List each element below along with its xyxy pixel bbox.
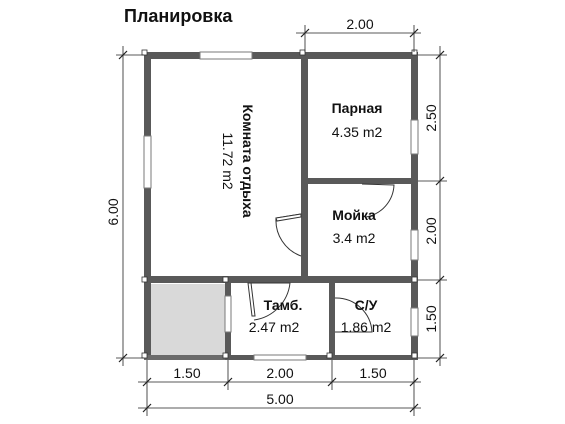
room-steam-name: Парная xyxy=(332,100,383,116)
room-steam-area: 4.35 m2 xyxy=(332,124,383,140)
dimension-right-label-1: 2.50 xyxy=(423,104,439,131)
dimension-overall xyxy=(138,390,421,416)
dimension-right xyxy=(418,46,447,366)
room-wash-name: Мойка xyxy=(332,207,376,223)
door-wc xyxy=(334,297,373,333)
outer-walls xyxy=(144,52,418,360)
windows xyxy=(143,51,419,361)
room-rest-name: Комната отдыха xyxy=(240,104,256,218)
dimension-left xyxy=(116,46,144,366)
dimension-left-label: 6.00 xyxy=(105,198,121,225)
window-left xyxy=(143,135,152,189)
door-steam-room xyxy=(361,183,395,218)
dimension-top-label: 2.00 xyxy=(346,16,373,32)
corner-markers xyxy=(141,49,418,359)
door-vestibule xyxy=(248,282,291,321)
window-wc xyxy=(410,307,419,337)
plan-title: Планировка xyxy=(124,6,233,26)
dimension-right-label-2: 2.00 xyxy=(423,217,439,244)
room-wc-area: 1.86 m2 xyxy=(341,319,392,335)
window-top xyxy=(199,51,253,60)
room-vestibule-name: Тамб. xyxy=(264,297,303,313)
doors xyxy=(247,183,395,333)
dimension-bottom-label-1: 1.50 xyxy=(173,365,200,381)
window-steam xyxy=(410,119,419,155)
window-vestibule-left xyxy=(224,295,232,333)
dimension-bottom xyxy=(138,360,421,390)
room-vestibule-area: 2.47 m2 xyxy=(249,319,300,335)
dimension-bottom-label-2: 2.00 xyxy=(266,365,293,381)
room-wc-name: С/У xyxy=(355,297,378,313)
dimension-bottom-label-3: 1.50 xyxy=(359,365,386,381)
porch-area xyxy=(151,284,225,360)
dimension-right-label-3: 1.50 xyxy=(423,305,439,332)
window-bottom xyxy=(253,354,307,361)
window-wash xyxy=(410,229,419,261)
dimension-top xyxy=(296,25,421,52)
room-rest-area: 11.72 m2 xyxy=(220,132,236,190)
room-wash-area: 3.4 m2 xyxy=(333,230,376,246)
dimension-overall-label: 5.00 xyxy=(266,391,293,407)
